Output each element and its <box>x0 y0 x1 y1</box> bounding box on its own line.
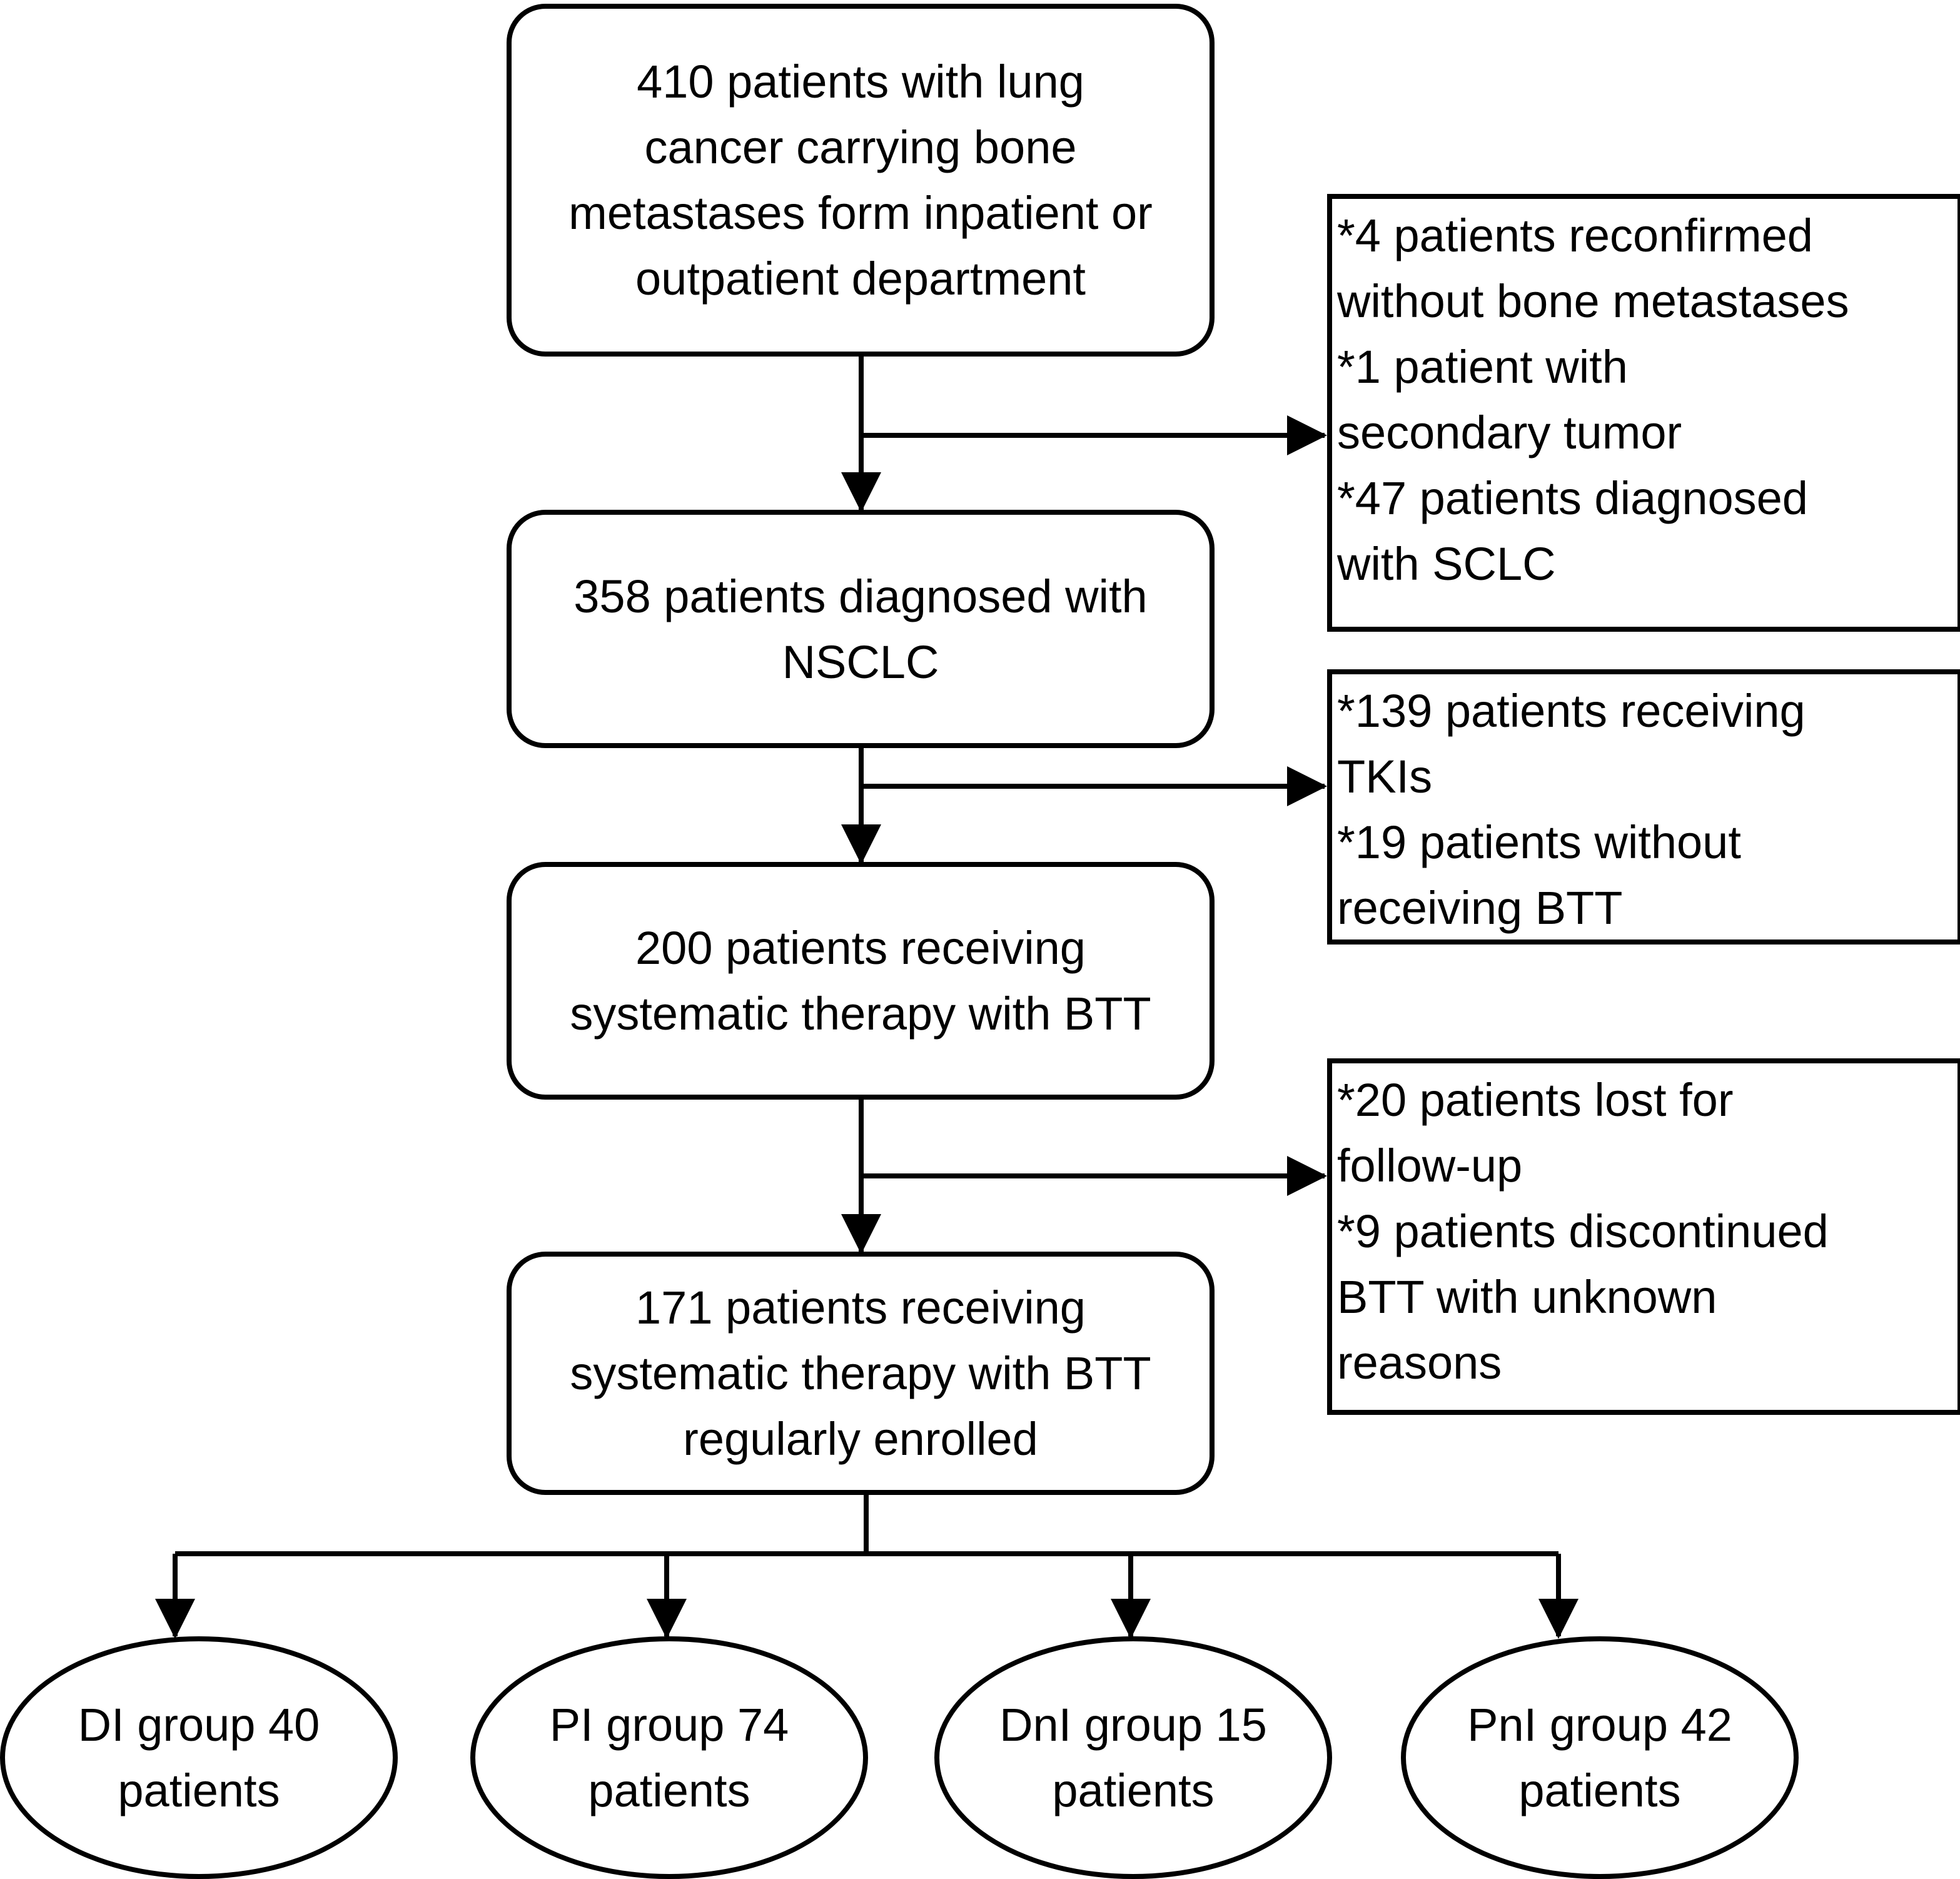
exclusion-box-3: *20 patients lost for follow-up *9 patie… <box>1327 1058 1960 1415</box>
group-pni-text: PnI group 42 patients <box>1467 1699 1732 1816</box>
step-initial-box: 410 patients with lung cancer carrying b… <box>507 4 1215 357</box>
exclusion-text-3: *20 patients lost for follow-up *9 patie… <box>1337 1074 1829 1389</box>
group-pni-oval: PnI group 42 patients <box>1401 1636 1799 1879</box>
step-initial-text: 410 patients with lung cancer carrying b… <box>568 56 1153 305</box>
step-enrolled-box: 171 patients receiving systematic therap… <box>507 1252 1215 1495</box>
step-nsclc-box: 358 patients diagnosed with NSCLC <box>507 510 1215 748</box>
step-systematic-box: 200 patients receiving systematic therap… <box>507 862 1215 1100</box>
group-dni-oval: DnI group 15 patients <box>934 1636 1332 1879</box>
group-dni-text: DnI group 15 patients <box>999 1699 1267 1816</box>
step-enrolled-text: 171 patients receiving systematic therap… <box>570 1282 1151 1465</box>
exclusion-box-1: *4 patients reconfirmed without bone met… <box>1327 194 1960 632</box>
group-pi-oval: PI group 74 patients <box>470 1636 868 1879</box>
exclusion-text-2: *139 patients receiving TKIs *19 patient… <box>1337 685 1806 934</box>
exclusion-box-2: *139 patients receiving TKIs *19 patient… <box>1327 669 1960 945</box>
step-nsclc-text: 358 patients diagnosed with NSCLC <box>573 570 1148 688</box>
exclusion-text-1: *4 patients reconfirmed without bone met… <box>1337 210 1849 590</box>
group-di-text: DI group 40 patients <box>78 1699 320 1816</box>
group-di-oval: DI group 40 patients <box>0 1636 398 1879</box>
step-systematic-text: 200 patients receiving systematic therap… <box>570 922 1151 1040</box>
group-pi-text: PI group 74 patients <box>549 1699 789 1816</box>
